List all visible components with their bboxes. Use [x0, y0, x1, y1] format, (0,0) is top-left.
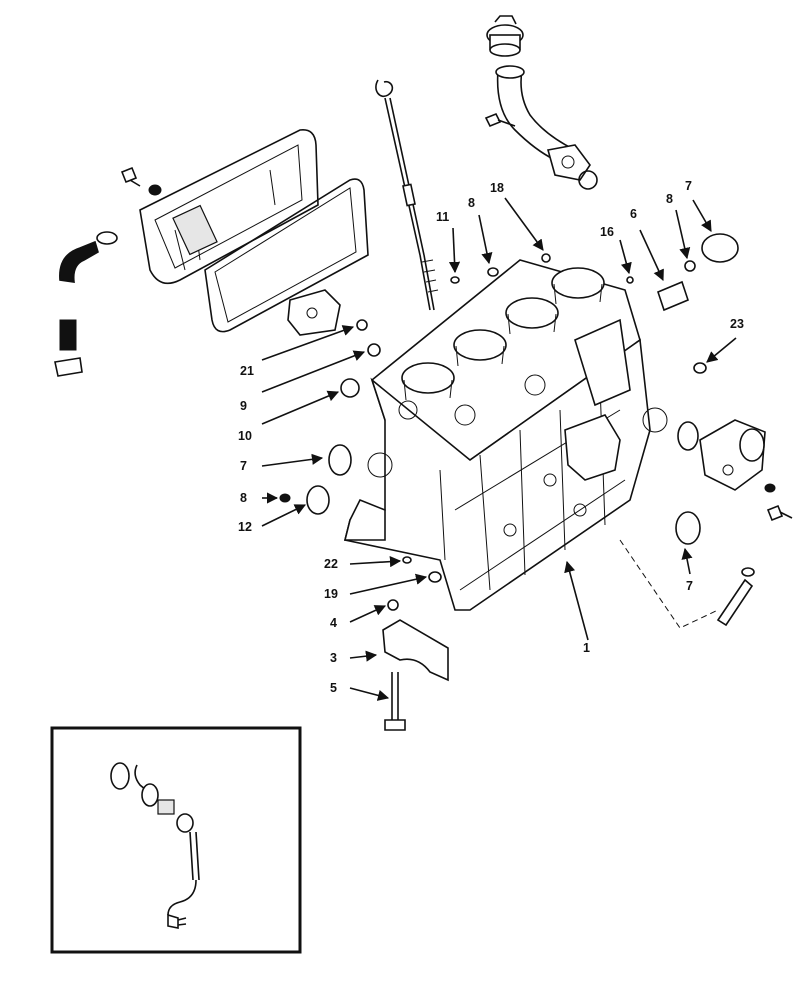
main-bearing-bolt: [384, 672, 406, 731]
callout-5: 5: [330, 681, 337, 695]
callout-22: 22: [324, 557, 338, 571]
callout-8a: 8: [468, 196, 475, 210]
callout-8b: 8: [666, 192, 673, 206]
leader-5: [349, 687, 390, 701]
callout-7a: 7: [685, 179, 692, 193]
callout-1: 1: [583, 641, 590, 655]
callouts: 1 3 4 5 6 7 7 7 8 8 8 9 10 11 12 16 18: [238, 179, 744, 701]
leader-7a: [692, 199, 712, 232]
callout-21: 21: [240, 364, 254, 378]
leader-19: [349, 573, 428, 595]
callout-6: 6: [630, 207, 637, 221]
leader-12: [261, 504, 307, 527]
housing-o-ring: [677, 421, 699, 451]
drain-tube: [716, 567, 755, 627]
callout-19: 19: [324, 587, 338, 601]
leader-22: [349, 556, 402, 568]
callout-3: 3: [330, 651, 337, 665]
callout-23: 23: [730, 317, 744, 331]
leader-8b: [675, 209, 691, 260]
callout-4: 4: [330, 616, 337, 630]
callout-10: 10: [238, 429, 252, 443]
inset-block-heater: [50, 726, 302, 954]
oil-filler-cap: [486, 15, 524, 57]
callout-11: 11: [436, 210, 449, 224]
leader-10: [261, 390, 340, 425]
water-outlet-housing: [699, 419, 766, 491]
callout-18: 18: [490, 181, 504, 195]
dipstick: [375, 79, 439, 311]
block-heater: [134, 764, 200, 929]
block-heater-o-ring: [110, 762, 130, 790]
engine-block: [343, 259, 668, 611]
cover-plate: [287, 289, 341, 336]
leader-8a: [478, 214, 493, 265]
small-parts: [279, 233, 739, 611]
leader-4: [349, 605, 387, 623]
callout-9: 9: [240, 399, 247, 413]
leader-1: [564, 560, 589, 641]
leader-23: [706, 337, 737, 363]
leader-3: [349, 650, 378, 662]
leader-16: [619, 239, 632, 275]
callout-7b: 7: [240, 459, 247, 473]
guide-dashed-line: [619, 539, 719, 629]
housing-bolts: [764, 483, 793, 522]
callout-16: 16: [600, 225, 614, 239]
leader-18: [504, 197, 544, 251]
leader-7b: [261, 453, 324, 467]
leader-7c: [681, 547, 693, 575]
side-cover-gasket: [204, 178, 369, 333]
leader-6: [639, 229, 664, 282]
side-cover: [139, 128, 319, 285]
callout-7c: 7: [686, 579, 693, 593]
oil-filler-tube: [495, 65, 591, 181]
callout-12: 12: [238, 520, 252, 534]
main-bearing-cap: [382, 619, 449, 682]
leader-21: [261, 325, 355, 361]
breather-bolt-and-nut: [120, 166, 162, 196]
oil-tube-bolt: [484, 112, 516, 128]
breather-hose: [54, 231, 118, 377]
leader-11: [448, 227, 461, 274]
callout-8c: 8: [240, 491, 247, 505]
oil-tube-gasket-ring: [578, 170, 598, 190]
leader-9: [261, 350, 366, 393]
